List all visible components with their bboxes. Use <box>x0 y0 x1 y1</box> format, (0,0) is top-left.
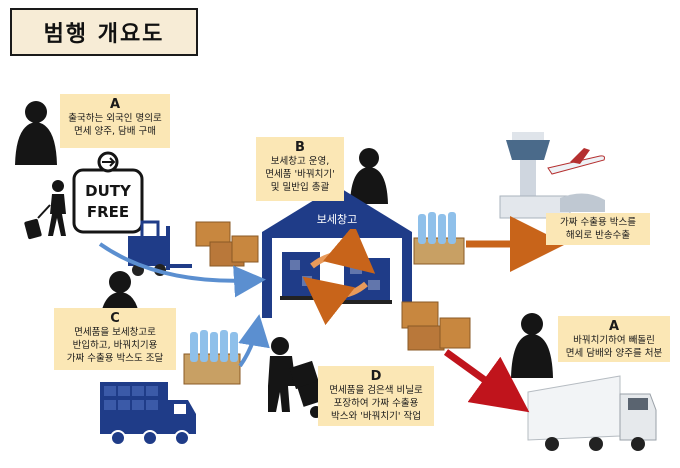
duty-free-text-1: DUTY <box>85 182 132 200</box>
boxes-on-forklift-icon <box>195 221 259 267</box>
note-a-bottom-line2: 면세 담배와 양주를 처분 <box>565 348 663 359</box>
note-export-line1: 가짜 수출용 박스를 <box>560 217 636 228</box>
person-a-bottom-icon <box>511 313 553 378</box>
arrow-warehouse-to-truck <box>443 349 530 413</box>
box-stack-icon <box>401 301 471 351</box>
note-d-letter: D <box>370 369 382 384</box>
note-c-line2: 반입하고, 바꿔치기용 <box>72 340 158 351</box>
duty-free-sign-icon <box>72 151 144 234</box>
arrow-forklift-to-warehouse <box>98 242 266 298</box>
note-a-bottom-letter: A <box>608 319 620 334</box>
warehouse-sign: 보세창고 <box>306 211 368 229</box>
note-b-line3: 및 밀반입 총괄 <box>270 182 330 193</box>
worker-hand-truck-icon <box>268 337 325 418</box>
person-a-icon <box>15 101 57 165</box>
note-a-top: A 출국하는 외국인 명의로 면세 양주, 담배 구매 <box>60 94 170 148</box>
note-b-letter: B <box>295 140 305 155</box>
note-d: D 면세품을 검은색 비닐로 포장하여 가짜 수출용 박스와 '바꿔치기' 작업 <box>318 366 434 426</box>
duty-free-text-2: FREE <box>87 203 129 221</box>
note-d-line3: 박스와 '바꿔치기' 작업 <box>331 411 421 422</box>
water-crate-right-icon <box>413 212 465 265</box>
note-a-top-line2: 면세 양주, 담배 구매 <box>74 126 156 137</box>
cargo-truck-icon <box>100 382 196 446</box>
note-a-bottom: A 바꿔치기하여 빼돌린 면세 담배와 양주를 처분 <box>558 316 670 362</box>
bonded-warehouse-icon <box>262 186 412 326</box>
arrow-crate-to-warehouse <box>238 314 270 368</box>
note-a-top-letter: A <box>109 97 121 112</box>
note-export: 가짜 수출용 박스를 해외로 반송수출 <box>546 213 650 245</box>
water-crate-left-icon <box>183 330 241 385</box>
note-export-line2: 해외로 반송수출 <box>565 230 631 241</box>
traveller-icon <box>24 180 66 240</box>
airplane-icon <box>547 148 605 175</box>
diagram-title-box: 범행 개요도 <box>10 8 198 56</box>
note-c-line1: 면세품을 보세창고로 <box>74 327 156 338</box>
note-a-top-line1: 출국하는 외국인 명의로 <box>68 113 162 124</box>
note-d-line1: 면세품을 검은색 비닐로 <box>329 385 423 396</box>
note-b-line1: 보세창고 운영, <box>270 156 330 167</box>
note-b: B 보세창고 운영, 면세품 '바꿔치기' 및 밀반입 총괄 <box>256 137 344 201</box>
note-d-line2: 포장하여 가짜 수출용 <box>333 398 419 409</box>
note-c: C 면세품을 보세창고로 반입하고, 바꿔치기용 가짜 수출용 박스도 조달 <box>54 308 176 370</box>
person-b-icon <box>350 148 388 204</box>
note-c-letter: C <box>110 311 120 326</box>
semi-truck-icon <box>527 375 657 451</box>
note-c-line3: 가짜 수출용 박스도 조달 <box>66 353 164 364</box>
note-a-bottom-line1: 바꿔치기하여 빼돌린 <box>573 335 655 346</box>
diagram-title: 범행 개요도 <box>43 22 165 47</box>
airport-tower-icon <box>499 132 605 219</box>
note-b-line2: 면세품 '바꿔치기' <box>265 169 335 180</box>
